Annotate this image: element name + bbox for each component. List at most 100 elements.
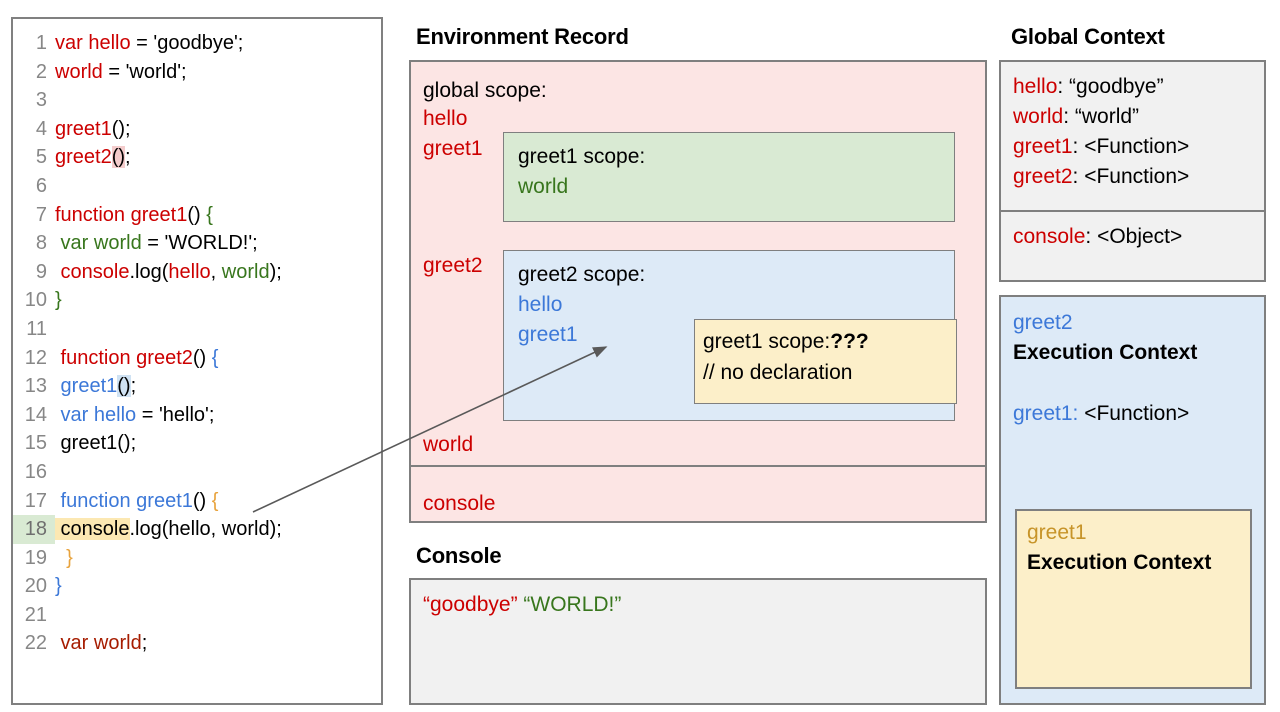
code-token: .log(hello, world); — [129, 518, 282, 541]
code-line-number: 19 — [24, 546, 47, 569]
global-entry-greet2-sep: : — [1072, 165, 1085, 188]
global-entry-console-key: console — [1013, 225, 1086, 248]
code-token: = 'WORLD!'; — [141, 232, 258, 255]
code-line-number: 8 — [35, 232, 47, 255]
code-line[interactable]: 22 var world; — [13, 629, 381, 658]
code-line-text: console.log(hello, world); — [55, 515, 282, 544]
code-token: console — [55, 260, 130, 283]
global-entry-hello-key: hello — [1013, 75, 1058, 98]
greet2-scope-var-hello: hello — [518, 293, 563, 316]
environment-record-panel: global scope: hello greet1 greet2 world … — [409, 60, 987, 523]
code-token: function greet1 — [55, 203, 188, 226]
code-token: var hello — [55, 403, 137, 426]
code-line[interactable]: 16 — [13, 458, 381, 487]
environment-record-title: Environment Record — [416, 24, 629, 49]
code-line-text: greet1(); — [55, 372, 136, 401]
code-line-number: 10 — [24, 289, 47, 312]
global-entry-greet1-value: <Function> — [1084, 135, 1190, 158]
global-entry-console-value: <Object> — [1097, 225, 1183, 248]
nested-greet1-scope-title-row: greet1 scope:??? — [703, 330, 869, 354]
code-token: ; — [125, 117, 131, 140]
code-line-number: 22 — [24, 632, 47, 655]
code-line[interactable]: 21 — [13, 601, 381, 630]
code-line[interactable]: 6 — [13, 172, 381, 201]
greet1-scope-var-world: world — [518, 175, 569, 198]
code-line-text: function greet1() { — [55, 201, 213, 230]
nested-greet1-scope-box: greet1 scope:??? // no declaration — [694, 319, 957, 404]
code-token: () — [111, 117, 126, 140]
code-line-text: } — [55, 544, 73, 573]
code-line[interactable]: 9 console.log(hello, world); — [13, 258, 381, 287]
code-line[interactable]: 20} — [13, 572, 381, 601]
code-token: () — [111, 146, 126, 169]
nested-greet1-scope-value: ??? — [830, 330, 869, 353]
code-token: () — [192, 346, 212, 369]
global-context-divider — [1001, 210, 1264, 212]
code-token: greet2 — [55, 146, 112, 169]
console-output-panel: “goodbye” “WORLD!” — [409, 578, 987, 705]
env-binding-console: console — [423, 492, 496, 515]
code-line-number: 14 — [24, 403, 47, 426]
code-token: = 'world'; — [102, 60, 187, 83]
code-line[interactable]: 19 } — [13, 544, 381, 573]
code-line[interactable]: 14 var hello = 'hello'; — [13, 401, 381, 430]
code-line-text: world = 'world'; — [55, 58, 187, 87]
greet1-execution-context-panel: greet1 Execution Context — [1015, 509, 1252, 689]
code-line[interactable]: 7 function greet1() { — [13, 201, 381, 230]
code-token: , — [210, 260, 222, 283]
code-line-text: greet1(); — [55, 115, 131, 144]
code-line-text: console.log(hello, world); — [55, 258, 282, 287]
env-binding-hello: hello — [423, 107, 468, 130]
code-token: function greet1 — [55, 489, 193, 512]
code-token: () — [117, 375, 131, 398]
code-line-text: function greet2() { — [55, 344, 219, 373]
code-line[interactable]: 10} — [13, 286, 381, 315]
code-line[interactable]: 15 greet1(); — [13, 429, 381, 458]
code-line[interactable]: 17 function greet1() { — [13, 487, 381, 516]
code-token: hello — [168, 260, 211, 283]
code-line-number: 7 — [35, 203, 47, 226]
global-entry-hello-sep: : — [1057, 75, 1070, 98]
code-line[interactable]: 3 — [13, 86, 381, 115]
code-token: function greet2 — [55, 346, 193, 369]
code-line[interactable]: 18 console.log(hello, world); — [13, 515, 381, 544]
code-token: console — [55, 518, 130, 541]
code-line-number: 15 — [24, 432, 47, 455]
code-line-text: var hello = 'hello'; — [55, 401, 215, 430]
code-token: = 'hello'; — [136, 403, 215, 426]
code-token: { — [211, 489, 219, 512]
global-entry-hello: hello: “goodbye” — [1013, 75, 1164, 99]
global-entry-greet2-value: <Function> — [1084, 165, 1190, 188]
global-entry-world-key: world — [1013, 105, 1064, 128]
code-token: var hello — [55, 32, 131, 54]
global-entry-console-sep: : — [1085, 225, 1098, 248]
greet1-ec-name: greet1 — [1027, 521, 1087, 544]
code-line[interactable]: 13 greet1(); — [13, 372, 381, 401]
code-token: } — [55, 546, 73, 569]
code-token: world — [55, 60, 103, 83]
global-entry-greet1-sep: : — [1072, 135, 1085, 158]
code-line-text: var world; — [55, 629, 148, 658]
code-line-text: greet2(); — [55, 143, 131, 172]
global-context-panel: hello: “goodbye” world: “world” greet1: … — [999, 60, 1266, 282]
code-line-number: 1 — [35, 32, 47, 54]
code-token: { — [206, 203, 213, 226]
code-token: var world — [55, 632, 142, 655]
code-token: { — [211, 346, 219, 369]
code-line-number: 21 — [24, 603, 47, 626]
code-line[interactable]: 8 var world = 'WORLD!'; — [13, 229, 381, 258]
greet2-ec-entry-greet1-sep: : — [1072, 402, 1085, 425]
code-line[interactable]: 11 — [13, 315, 381, 344]
global-context-title: Global Context — [1011, 24, 1165, 49]
greet2-execution-context-panel: greet2 Execution Context greet1: <Functi… — [999, 295, 1266, 705]
code-token: .log( — [129, 260, 169, 283]
code-token: ; — [130, 375, 137, 398]
code-line-number: 18 — [13, 515, 55, 544]
code-line[interactable]: 12 function greet2() { — [13, 344, 381, 373]
